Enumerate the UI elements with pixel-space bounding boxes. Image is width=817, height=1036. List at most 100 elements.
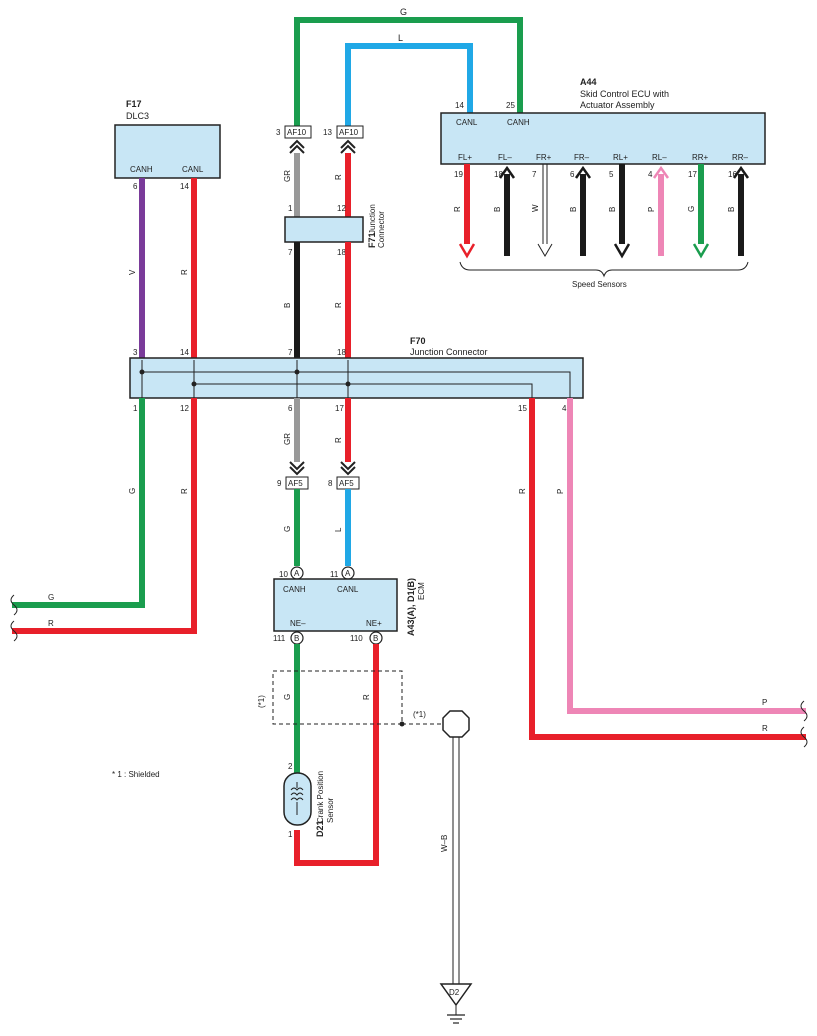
f70-box <box>129 357 584 399</box>
a44-pin-number-4: 5 <box>609 170 614 179</box>
ecm-box <box>273 578 398 632</box>
a44-arrow-icon-4 <box>613 243 631 259</box>
af5-left-pin: 9 <box>277 479 282 488</box>
a44-name-line2: Actuator Assembly <box>580 100 655 110</box>
shield-box <box>272 670 403 725</box>
shield-note: * 1 : Shielded <box>112 770 160 779</box>
af5-left-label: AF5 <box>288 479 303 488</box>
a44-pin-label-4: RL+ <box>613 153 628 162</box>
f70-pin-12: 12 <box>180 404 189 413</box>
a44-wire-label-3: B <box>569 207 578 212</box>
f17-canl-label: CANL <box>182 165 204 174</box>
a44-arrow-icon-7 <box>732 165 750 179</box>
f70-name: Junction Connector <box>410 347 488 357</box>
wire-label-gr-upper: GR <box>283 170 292 182</box>
a44-wire-label-6: G <box>687 206 696 212</box>
wire-label-v-f17: V <box>128 269 137 275</box>
a44-pin-number-7: 16 <box>728 170 737 179</box>
a44-canh-label: CANH <box>507 118 530 127</box>
shield-marker-right: (*1) <box>413 710 426 719</box>
f70-pin-4: 4 <box>562 404 567 413</box>
f70-pin-7: 7 <box>288 348 293 357</box>
a44-pin-label-2: FR+ <box>536 153 552 162</box>
wire-label-l-top: L <box>398 33 403 43</box>
wire-label-r-right-end: R <box>762 724 768 733</box>
wire-label-r-15: R <box>518 488 527 494</box>
f70-pin-1: 1 <box>133 404 138 413</box>
ecm-pin-10: 10 <box>279 570 288 579</box>
a44-pin-label-7: RR– <box>732 153 749 162</box>
d21-pin-2: 2 <box>288 762 293 771</box>
af5-left-chevron <box>289 461 305 476</box>
a44-pin-number-5: 4 <box>648 170 653 179</box>
break-mark-right-p <box>800 700 808 722</box>
f17-box <box>114 124 221 179</box>
ecm-pin-110: 110 <box>350 634 363 643</box>
f70-pin-18: 18 <box>337 348 346 357</box>
d21-name-line1: Crank Position <box>316 771 325 823</box>
ground-d2-label: D2 <box>449 988 460 997</box>
f71-pin-18: 18 <box>337 248 346 257</box>
wire-label-g-af5: G <box>283 526 292 532</box>
f17-canh-label: CANH <box>130 165 153 174</box>
wire-label-p-4: P <box>556 489 565 494</box>
a44-pin-label-3: FR– <box>574 153 590 162</box>
f17-id: F17 <box>126 99 142 109</box>
af10-right-pin: 13 <box>323 128 332 137</box>
a44-pin-canh-num: 25 <box>506 101 515 110</box>
a44-pin-label-0: FL+ <box>458 153 472 162</box>
a44-wire-label-2: W <box>531 204 540 212</box>
a44-wire-label-5: P <box>647 207 656 212</box>
wire-g-left <box>12 398 145 608</box>
a44-arrow-icon-0 <box>458 243 476 259</box>
a44-pin-label-6: RR+ <box>692 153 709 162</box>
a44-canl-label: CANL <box>456 118 478 127</box>
wire-label-r-left-end: R <box>48 619 54 628</box>
ecm-pin-a-left-label: A <box>294 569 300 578</box>
wire-l-top <box>345 43 473 127</box>
wire-label-g-d21: G <box>283 694 292 700</box>
af5-right-label: AF5 <box>339 479 354 488</box>
af10-right-label: AF10 <box>339 128 359 137</box>
af10-right-chevron <box>340 139 356 154</box>
wire-label-r-f17: R <box>180 269 189 275</box>
ecm-ne-minus-label: NE– <box>290 619 306 628</box>
f70-id: F70 <box>410 336 426 346</box>
a44-arrow-icon-5 <box>652 165 670 179</box>
a44-arrow-icon-2 <box>537 243 553 257</box>
a44-wire-label-0: R <box>453 206 462 212</box>
ecm-canh-label: CANH <box>283 585 306 594</box>
a44-arrow-icon-3 <box>574 165 592 179</box>
ecm-pin-b-left-label: B <box>294 634 299 643</box>
break-mark-left-r <box>10 620 18 642</box>
wire-g-top <box>294 17 523 127</box>
a44-pin-number-3: 6 <box>570 170 575 179</box>
a44-pin-label-5: RL– <box>652 153 667 162</box>
d21-coil-icon <box>290 782 304 815</box>
a44-arrow-icon-1 <box>498 165 516 179</box>
f70-pin-3: 3 <box>133 348 138 357</box>
f71-pin-1: 1 <box>288 204 293 213</box>
speed-sensors-label: Speed Sensors <box>572 280 627 289</box>
a44-speed-sensor-pins: FL+19RFL–18BFR+7WFR–6BRL+5BRL–4PRR+17GRR… <box>453 153 750 259</box>
wire-label-r-f71: R <box>334 302 343 308</box>
f17-name: DLC3 <box>126 111 149 121</box>
a44-pin-number-1: 18 <box>494 170 503 179</box>
wire-label-b-f71: B <box>283 303 292 308</box>
ecm-pin-b-right-label: B <box>373 634 378 643</box>
af10-left-chevron <box>289 139 305 154</box>
f17-pin-14: 14 <box>180 182 189 191</box>
wire-label-g-left: G <box>128 488 137 494</box>
ecm-name: ECM <box>417 582 426 600</box>
ecm-id: A43(A), D1(B) <box>406 578 416 636</box>
d21-id: D21 <box>315 820 325 837</box>
f70-pin-14: 14 <box>180 348 189 357</box>
wire-label-r-left: R <box>180 488 189 494</box>
a44-wire-label-4: B <box>608 207 617 212</box>
a44-pin-number-2: 7 <box>532 170 537 179</box>
f71-pin-7: 7 <box>288 248 293 257</box>
a44-arrow-icon-6 <box>692 243 710 259</box>
wire-label-l-af5: L <box>334 527 343 532</box>
wire-label-p-right-end: P <box>762 698 767 707</box>
